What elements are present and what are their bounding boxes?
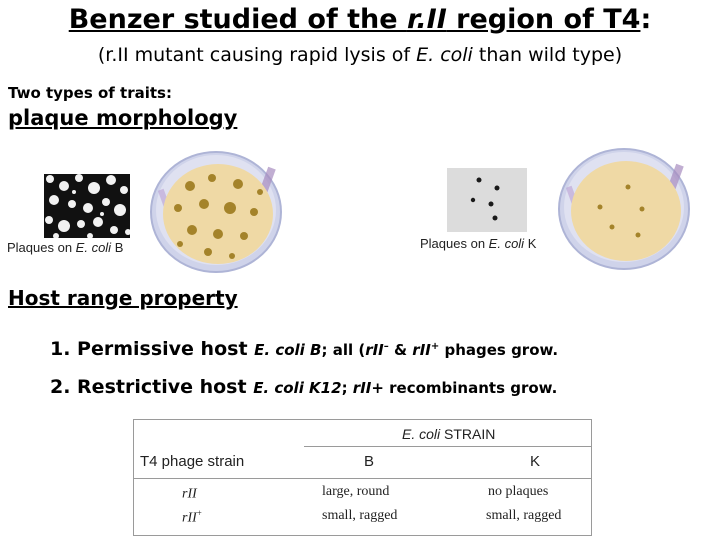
plaques-k-micrograph (447, 168, 527, 232)
table-cell-k: small, ragged (486, 508, 562, 523)
strain-header: E. coli STRAIN (402, 426, 496, 442)
table-cell-k: no plaques (488, 484, 549, 499)
list-item-restrictive: 2. Restrictive host E. coli K12; rII+ re… (50, 376, 558, 398)
petri-dish-b (150, 151, 282, 273)
phage-strain-table: E. coli STRAIN T4 phage strain B K rII l… (133, 419, 592, 536)
table-cell-b: small, ragged (322, 508, 398, 523)
page-title: Benzer studied of the r.II region of T4: (68, 4, 652, 35)
list-item-permissive: 1. Permissive host E. coli B; all (rII– … (50, 338, 559, 360)
plaque-morphology-heading: plaque morphology (8, 106, 238, 130)
row-header: T4 phage strain (140, 453, 245, 470)
table-row-strain: rII+ (182, 508, 202, 526)
col-k-header: K (530, 453, 541, 470)
host-range-heading: Host range property (8, 286, 238, 310)
caption-plaques-b: Plaques on E. coli B (7, 240, 124, 255)
petri-dish-k (558, 148, 690, 270)
table-row-strain: rII (182, 486, 197, 502)
table-cell-b: large, round (322, 484, 390, 499)
plaques-b-micrograph (44, 174, 130, 238)
caption-plaques-k: Plaques on E. coli K (420, 236, 537, 251)
col-b-header: B (364, 453, 375, 470)
traits-label: Two types of traits: (8, 84, 172, 102)
subtitle: (r.II mutant causing rapid lysis of E. c… (97, 44, 623, 66)
